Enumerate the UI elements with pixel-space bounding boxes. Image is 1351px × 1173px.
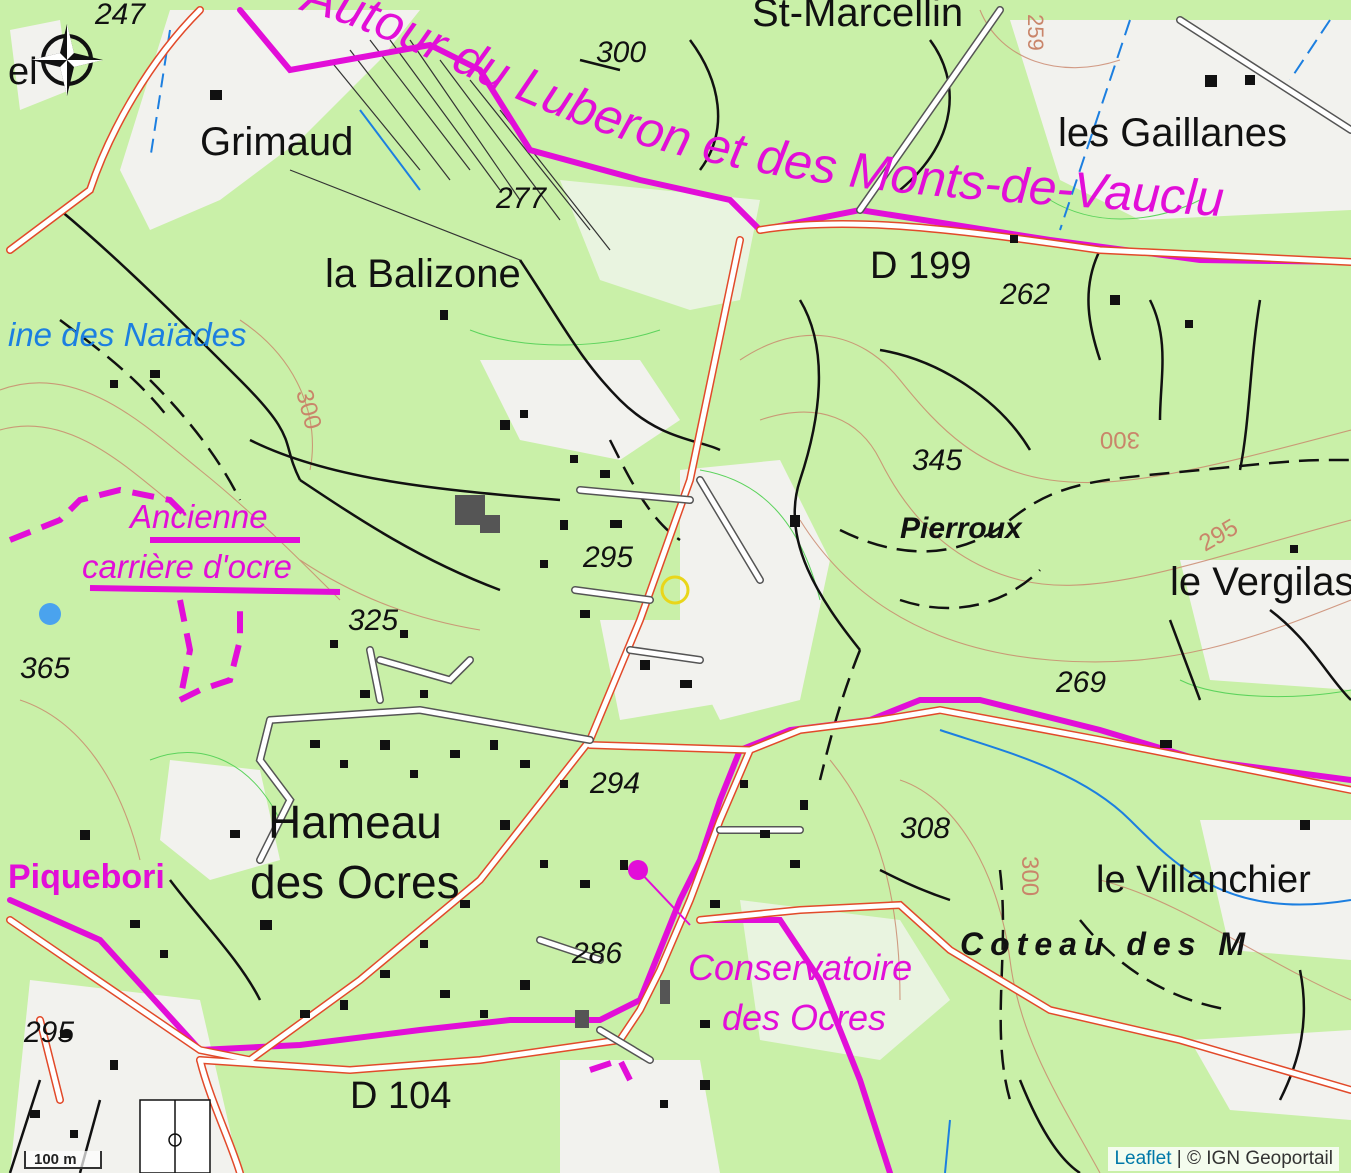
place-el: el <box>8 51 38 93</box>
orchard-hatching <box>289 39 611 261</box>
sports-ground <box>139 1099 211 1173</box>
altitude-345: 345 <box>912 444 962 477</box>
place-hameau: Hameau <box>268 796 442 848</box>
compass-rose-icon[interactable] <box>31 24 103 96</box>
altitude-365: 365 <box>20 652 70 685</box>
place-grimaud: Grimaud <box>200 120 353 164</box>
altitude-295-north: 295 <box>582 541 633 574</box>
place-conservatoire-ocres: des Ocres <box>722 997 886 1038</box>
buildings <box>30 75 1310 1138</box>
place-coteau: Coteau des M <box>960 926 1252 962</box>
place-des-ocres: des Ocres <box>250 856 460 908</box>
road-d199: D 199 <box>870 245 971 287</box>
altitude-295-south: 295 <box>23 1016 74 1049</box>
place-ancienne: Ancienne <box>128 498 268 535</box>
altitude-308: 308 <box>900 812 950 845</box>
water-features <box>149 19 1351 1173</box>
scale-label: 100 m <box>34 1151 77 1168</box>
place-les-gaillanes: les Gaillanes <box>1058 111 1287 155</box>
attribution-text: | © IGN Geoportail <box>1171 1148 1333 1169</box>
contour-label-259: 259 <box>1023 14 1048 51</box>
place-naiades: ine des Naïades <box>8 316 247 353</box>
altitude-300: 300 <box>596 36 646 69</box>
map-attribution: Leaflet | © IGN Geoportail <box>1108 1147 1339 1171</box>
place-le-villanchier: le Villanchier <box>1096 859 1311 901</box>
altitude-325: 325 <box>348 604 398 637</box>
pond <box>39 603 61 625</box>
main-roads <box>6 6 1351 1173</box>
place-pierroux: Pierroux <box>900 512 1023 545</box>
altitude-277: 277 <box>495 182 547 215</box>
altitude-286: 286 <box>571 937 622 970</box>
quarry-boundary <box>8 486 633 1082</box>
highlight-marker[interactable] <box>660 575 690 605</box>
quarry-highlight-bars <box>89 537 341 595</box>
tracks <box>8 39 1351 1173</box>
road-d104: D 104 <box>350 1075 451 1117</box>
place-conservatoire: Conservatoire <box>688 947 912 988</box>
leaflet-link[interactable]: Leaflet <box>1114 1148 1172 1169</box>
place-carriere-ocre: carrière d'ocre <box>82 548 292 585</box>
scale-bar: 100 m <box>24 1151 102 1169</box>
place-st-marcellin: St-Marcellin <box>752 0 963 35</box>
contour-label-300-south: 300 <box>1016 856 1043 896</box>
altitude-262: 262 <box>999 278 1050 311</box>
altitude-269: 269 <box>1055 666 1106 699</box>
altitude-294: 294 <box>589 767 640 800</box>
conservatoire-marker <box>628 860 691 926</box>
altitude-247: 247 <box>94 0 146 31</box>
place-le-vergilas: le Vergilas <box>1170 560 1351 604</box>
place-la-balizone: la Balizone <box>325 252 521 296</box>
contour-label-300-east: 300 <box>1100 426 1140 453</box>
place-piquebori: Piquebori <box>8 858 165 896</box>
